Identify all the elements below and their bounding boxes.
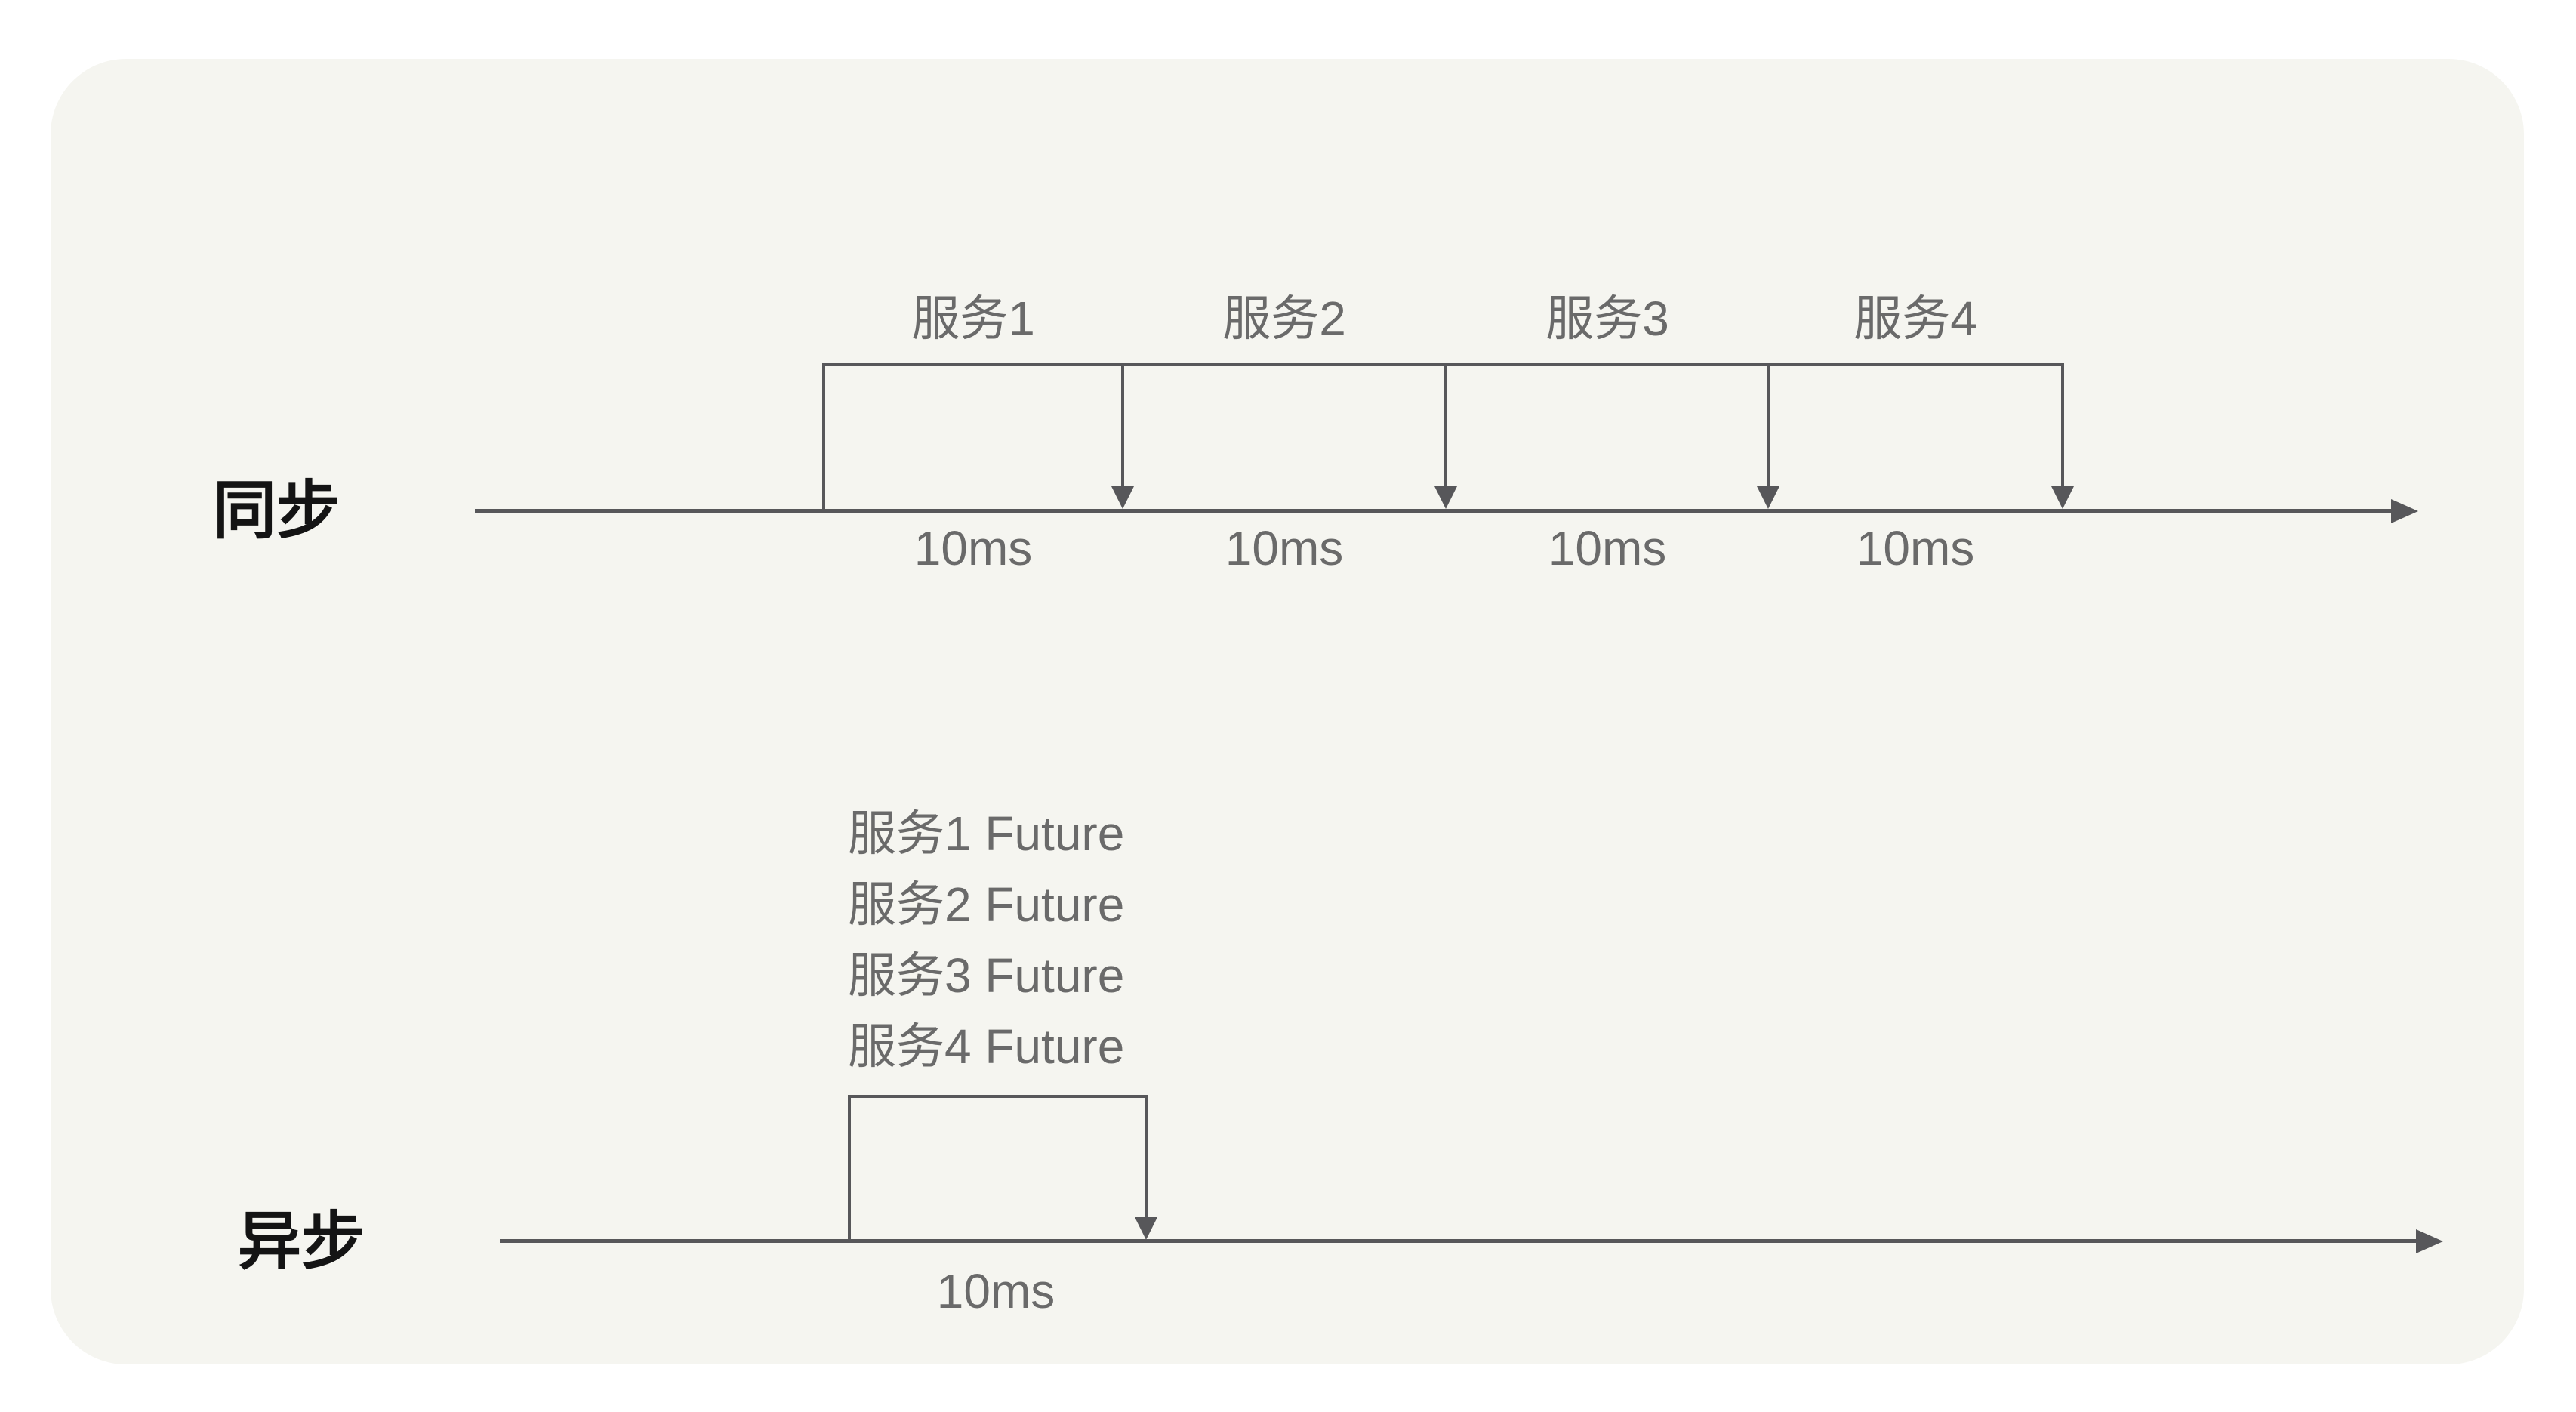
sync-duration-label: 10ms <box>914 521 1033 575</box>
async-timeline-line <box>500 1239 2416 1243</box>
async-duration-label: 10ms <box>936 1264 1055 1318</box>
sync-call3-arrowhead-icon <box>1757 486 1779 509</box>
sync-call1-arrow-line <box>1121 366 1124 488</box>
sync-call2-arrowhead-icon <box>1434 486 1457 509</box>
sync-bracket-left-edge <box>822 363 825 510</box>
async-heading: 异步 <box>238 1206 365 1277</box>
sync-call4-arrowhead-icon <box>2051 486 2074 509</box>
sync-service-label: 服务2 <box>1222 291 1346 346</box>
sync-call3-arrow-line <box>1767 366 1770 488</box>
async-bracket-left-edge <box>848 1095 851 1241</box>
sync-heading: 同步 <box>213 475 340 546</box>
async-call-arrow-line <box>1145 1098 1148 1219</box>
async-bracket-rail <box>848 1095 1148 1098</box>
sync-call2-arrow-line <box>1444 366 1447 488</box>
sync-timeline-line <box>475 509 2391 513</box>
future-label: 服务3 Future <box>848 948 1125 1003</box>
sync-call1-arrowhead-icon <box>1111 486 1134 509</box>
sync-duration-label: 10ms <box>1856 521 1975 575</box>
future-label: 服务1 Future <box>848 806 1125 861</box>
sync-service-label: 服务1 <box>911 291 1035 346</box>
diagram-card: 同步 服务1 服务2 服务3 服务4 10ms 10ms 10ms 10ms 异… <box>51 59 2524 1364</box>
sync-service-label: 服务3 <box>1545 291 1669 346</box>
future-label: 服务2 Future <box>848 877 1125 932</box>
async-futures-list: 服务1 Future 服务2 Future 服务3 Future 服务4 Fut… <box>848 798 1124 1082</box>
sync-call4-arrow-line <box>2061 366 2064 488</box>
sync-duration-label: 10ms <box>1225 521 1344 575</box>
future-label: 服务4 Future <box>848 1019 1125 1074</box>
sync-duration-label: 10ms <box>1548 521 1667 575</box>
sync-timeline-arrowhead-icon <box>2391 499 2418 523</box>
sync-bracket-rail <box>822 363 2064 366</box>
sync-service-label: 服务4 <box>1853 291 1977 346</box>
async-call-arrowhead-icon <box>1135 1217 1157 1240</box>
async-timeline-arrowhead-icon <box>2416 1229 2443 1253</box>
